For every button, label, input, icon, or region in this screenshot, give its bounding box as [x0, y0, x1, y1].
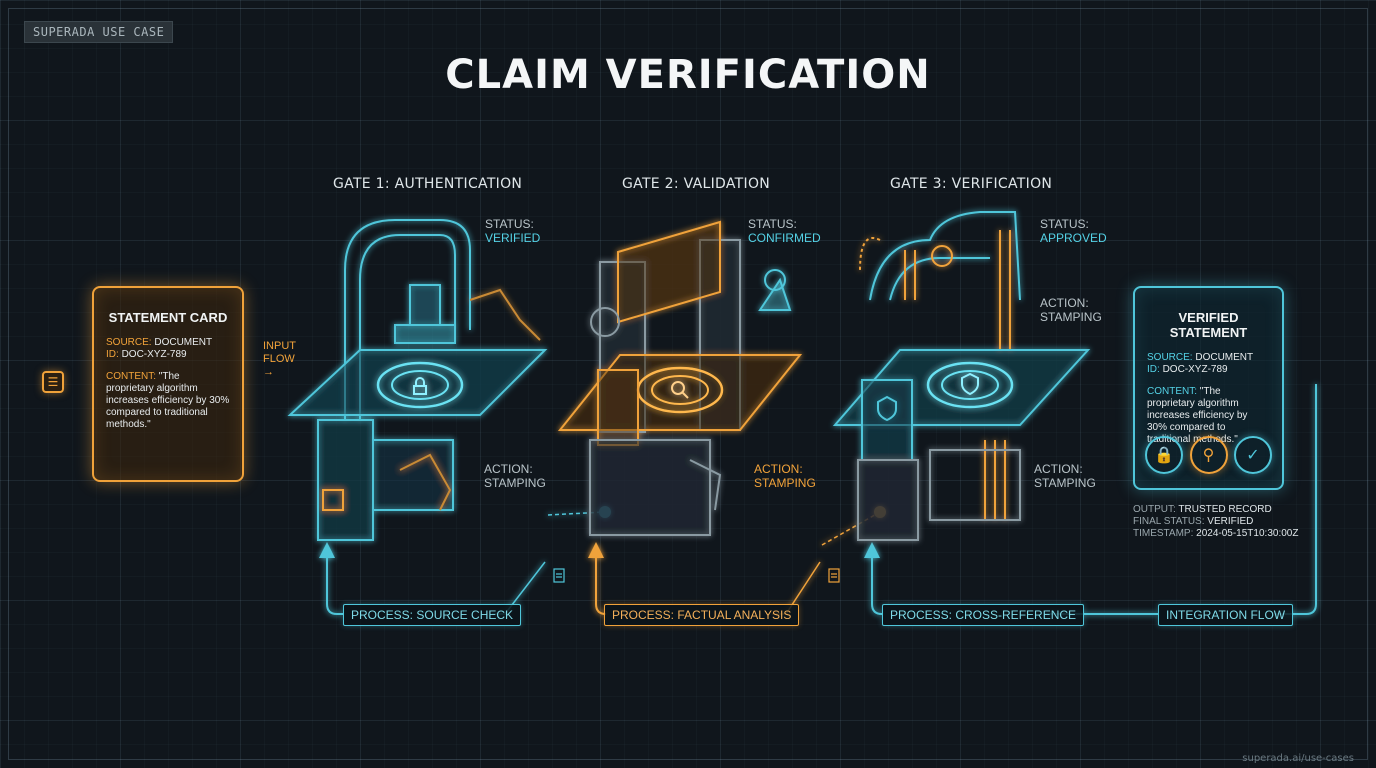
- gate-3-status: STATUS: APPROVED: [1040, 217, 1107, 245]
- verified-id: ID: DOC-XYZ-789: [1147, 364, 1270, 376]
- process-source-check: PROCESS: SOURCE CHECK: [343, 604, 522, 626]
- lock-icon: 🔒: [1145, 436, 1183, 474]
- footer-url: superada.ai/use-cases: [1242, 753, 1354, 764]
- verified-card-title: VERIFIED STATEMENT: [1169, 310, 1248, 340]
- gate-2-machine: [557, 220, 803, 536]
- use-case-tag: SUPERADA USE CASE: [24, 21, 174, 43]
- verified-source: SOURCE: DOCUMENT: [1147, 352, 1270, 364]
- action-value: STAMPING: [1034, 476, 1096, 490]
- page-title: CLAIM VERIFICATION: [445, 52, 931, 98]
- status-label: STATUS:: [485, 217, 534, 231]
- status-value: APPROVED: [1040, 231, 1107, 245]
- content-label: CONTENT:: [1147, 386, 1197, 397]
- statement-id: ID: DOC-XYZ-789: [106, 349, 230, 361]
- gate-1-title: GATE 1: AUTHENTICATION: [333, 176, 523, 192]
- final-status-row: FINAL STATUS: VERIFIED: [1133, 516, 1298, 528]
- id-label: ID:: [106, 349, 119, 360]
- process-cross-reference: PROCESS: CROSS-REFERENCE: [882, 604, 1085, 626]
- gate-3-title: GATE 3: VERIFICATION: [890, 176, 1053, 192]
- action-label: ACTION:: [484, 462, 533, 476]
- gate-3-action-bottom: ACTION: STAMPING: [1034, 462, 1096, 490]
- action-value: STAMPING: [754, 476, 816, 490]
- verified-statement-card: VERIFIED STATEMENT SOURCE: DOCUMENT ID: …: [1133, 286, 1284, 490]
- arrow-right-icon: →: [263, 366, 274, 378]
- id-label: ID:: [1147, 364, 1160, 375]
- verified-content: CONTENT: "The proprietary algorithm incr…: [1147, 386, 1270, 446]
- status-value: VERIFIED: [485, 231, 541, 245]
- gate-2-title: GATE 2: VALIDATION: [622, 176, 771, 192]
- status-label: STATUS:: [1040, 217, 1089, 231]
- gate-1-status: STATUS: VERIFIED: [485, 217, 540, 245]
- gate-1-machine: [287, 219, 548, 541]
- process-factual-analysis: PROCESS: FACTUAL ANALYSIS: [604, 604, 800, 626]
- content-value: "The proprietary algorithm increases eff…: [1147, 386, 1248, 445]
- document-icons: [553, 568, 840, 583]
- output-label: OUTPUT:: [1133, 504, 1176, 515]
- timestamp-row: TIMESTAMP: 2024-05-15T10:30:00Z: [1133, 528, 1298, 540]
- content-label: CONTENT:: [106, 371, 156, 382]
- source-value: DOCUMENT: [154, 337, 213, 348]
- action-value: STAMPING: [1040, 310, 1102, 324]
- output-summary: OUTPUT: TRUSTED RECORD FINAL STATUS: VER…: [1133, 504, 1298, 540]
- timestamp-value: 2024-05-15T10:30:00Z: [1196, 528, 1299, 539]
- timestamp-label: TIMESTAMP:: [1133, 528, 1194, 539]
- action-label: ACTION:: [754, 462, 803, 476]
- id-value: DOC-XYZ-789: [1162, 364, 1228, 375]
- gate-3-action-top: ACTION: STAMPING: [1040, 296, 1102, 324]
- statement-card-title: STATEMENT CARD: [108, 310, 228, 325]
- status-value: CONFIRMED: [748, 231, 821, 245]
- statement-card: STATEMENT CARD SOURCE: DOCUMENT ID: DOC-…: [92, 286, 244, 482]
- statement-source: SOURCE: DOCUMENT: [106, 337, 230, 349]
- final-status-label: FINAL STATUS:: [1133, 516, 1205, 527]
- output-row: OUTPUT: TRUSTED RECORD: [1133, 504, 1298, 516]
- action-label: ACTION:: [1040, 296, 1089, 310]
- source-value: DOCUMENT: [1195, 352, 1254, 363]
- gate-2-status: STATUS: CONFIRMED: [748, 217, 821, 245]
- action-label: ACTION:: [1034, 462, 1083, 476]
- id-value: DOC-XYZ-789: [121, 349, 187, 360]
- action-value: STAMPING: [484, 476, 546, 490]
- magnifier-icon: ⚲: [1189, 436, 1228, 474]
- source-label: SOURCE:: [106, 337, 152, 348]
- verification-badges: 🔒 ⚲ ✓: [1145, 436, 1272, 474]
- database-icon: ☰: [42, 371, 64, 393]
- input-flow-line2: FLOW: [263, 353, 295, 365]
- output-value: TRUSTED RECORD: [1178, 504, 1272, 515]
- gate-1-action: ACTION: STAMPING: [484, 462, 546, 490]
- integration-flow: INTEGRATION FLOW: [1158, 604, 1294, 626]
- final-status-value: VERIFIED: [1207, 516, 1254, 527]
- gate-3-machine: [832, 211, 1091, 541]
- shield-check-icon: ✓: [1234, 436, 1272, 474]
- content-value: "The proprietary algorithm increases eff…: [106, 371, 230, 430]
- gate-2-action: ACTION: STAMPING: [754, 462, 816, 490]
- input-flow-label: INPUT FLOW →: [263, 340, 296, 379]
- status-label: STATUS:: [748, 217, 797, 231]
- source-label: SOURCE:: [1147, 352, 1193, 363]
- statement-content: CONTENT: "The proprietary algorithm incr…: [106, 371, 230, 431]
- input-flow-line1: INPUT: [263, 340, 296, 352]
